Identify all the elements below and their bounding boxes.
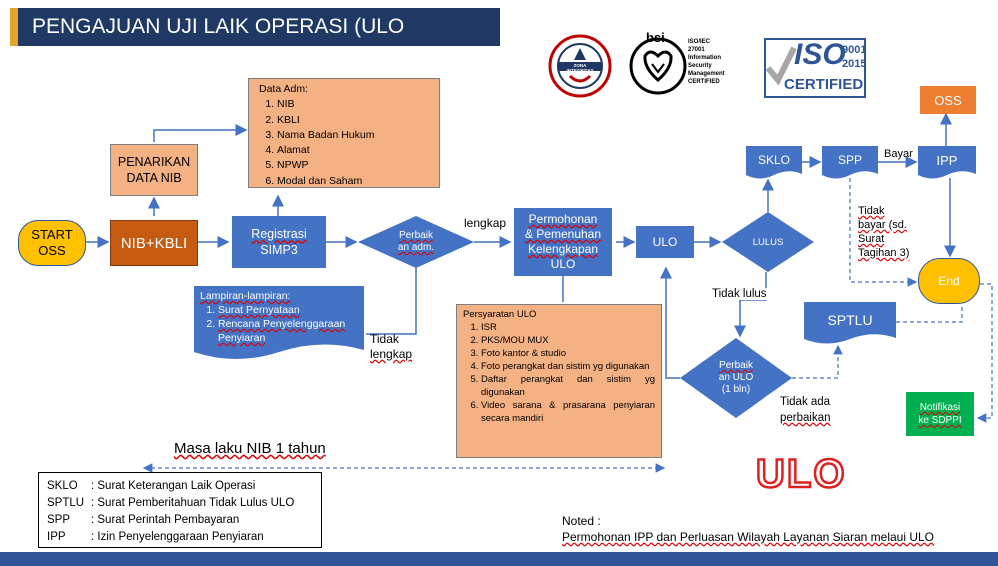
bsi-brand: bsi: [646, 30, 665, 45]
ipp-node: IPP: [918, 146, 976, 180]
noted-text: Permohonan IPP dan Perluasan Wilayah Lay…: [562, 530, 934, 544]
data-adm-box: Data Adm: NIB KBLI Nama Badan Hukum Alam…: [248, 78, 440, 188]
noted-label: Noted :: [562, 514, 601, 528]
perbaikan-adm-diamond: Perbaik an adm.: [358, 216, 474, 268]
page-title: PENGAJUAN UJI LAIK OPERASI (ULO PENYIARA…: [10, 8, 500, 76]
iso-logo: ISO 9001 2015 CERTIFIED: [764, 38, 866, 98]
penarikan-data-nib-node: PENARIKAN DATA NIB: [110, 144, 198, 196]
iso-9001: 9001: [842, 44, 867, 56]
legend-row: IPP: Izin Penyelenggaraan Penyiaran: [47, 531, 264, 543]
permohonan-node: Permohonan & Pemenuhan Kelengkapan ULO: [514, 208, 612, 276]
bsi-cert-text: ISO/IEC 27001 Information Security Manag…: [688, 39, 725, 85]
end-node: End: [918, 258, 980, 304]
perbaikan-ulo-diamond: Perbaik an ULO (1 bln): [680, 338, 792, 418]
lampiran-item: Surat Pernyataan: [218, 303, 360, 317]
spp-node: SPP: [822, 146, 878, 180]
persyaratan-title: Persyaratan ULO: [463, 309, 537, 320]
bsi-logo: bsi ISO/IEC 27001 Information Security M…: [628, 30, 728, 100]
legend-row: SKLO: Surat Keterangan Laik Operasi: [47, 480, 256, 492]
lulus-diamond: LULUS: [722, 212, 814, 272]
bayar-label: Bayar: [884, 148, 913, 160]
sptlu-node: SPTLU: [804, 302, 896, 346]
sklo-node: SKLO: [746, 146, 802, 180]
iso-big: ISO: [794, 38, 846, 71]
legend-row: SPTLU: Surat Pemberitahuan Tidak Lulus U…: [47, 497, 295, 509]
zona-logo-text: ZONA INTEGRITAS: [566, 63, 594, 73]
start-oss-node: START OSS: [18, 220, 86, 266]
data-adm-item: Modal dan Saham: [277, 174, 429, 189]
persyaratan-item: Daftar perangkat dan sistim yg digunakan: [481, 373, 655, 399]
legend-row: SPP: Surat Perintah Pembayaran: [47, 514, 240, 526]
lengkap-label: lengkap: [464, 216, 507, 230]
tidak-lengkap-label: Tidak lengkap: [370, 332, 413, 361]
notifikasi-sdppi-node: Notifikasi ke SDPPI: [906, 392, 974, 436]
persyaratan-item: Foto perangkat dan sistim yg digunakan: [481, 360, 655, 373]
iso-2015: 2015: [842, 58, 867, 70]
data-adm-item: NIB: [277, 97, 429, 112]
persyaratan-item: Video sarana & prasarana penyiaran secar…: [481, 399, 655, 425]
lampiran-box: Lampiran-lampiran: Surat Pernyataan Renc…: [194, 286, 364, 364]
lampiran-item: Rencana Penyelenggaraan Penyiaran: [218, 317, 360, 345]
persyaratan-item: ISR: [481, 321, 655, 334]
footer-bar: [0, 552, 998, 566]
persyaratan-item: PKS/MOU MUX: [481, 334, 655, 347]
data-adm-title: Data Adm:: [259, 83, 309, 95]
tidak-lulus-label: Tidak lulus: [712, 288, 767, 300]
data-adm-item: Nama Badan Hukum: [277, 128, 429, 143]
persyaratan-ulo-box: Persyaratan ULO ISR PKS/MOU MUX Foto kan…: [456, 304, 662, 458]
persyaratan-item: Foto kantor & studio: [481, 347, 655, 360]
data-adm-item: NPWP: [277, 158, 429, 173]
registrasi-simp3-node: Registrasi SIMP3: [232, 216, 326, 268]
oss-node: OSS: [920, 86, 976, 114]
iso-certified: CERTIFIED: [784, 76, 864, 93]
ulo-logo: ULO: [755, 451, 847, 498]
ulo-node: ULO: [636, 226, 694, 258]
lampiran-title: Lampiran-lampiran:: [200, 290, 291, 302]
tidak-ada-perbaikan-label: Tidak ada perbaikan: [780, 396, 831, 424]
data-adm-item: Alamat: [277, 143, 429, 158]
abbreviation-legend: SKLO: Surat Keterangan Laik Operasi SPTL…: [38, 472, 322, 548]
nib-kbli-node: NIB+KBLI: [110, 220, 198, 266]
masa-laku-label: Masa laku NIB 1 tahun: [174, 440, 326, 457]
data-adm-item: KBLI: [277, 113, 429, 128]
tidak-bayar-label: Tidak bayar (sd. Surat Tagihan 3): [858, 205, 910, 259]
zona-integritas-logo: ZONA INTEGRITAS: [548, 34, 612, 98]
